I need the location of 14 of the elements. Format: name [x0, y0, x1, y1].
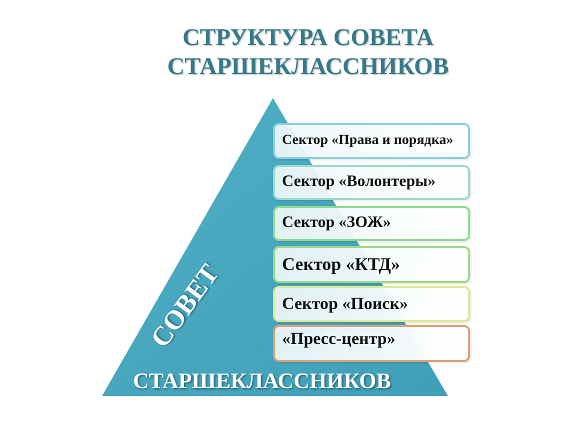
sector-box: [273, 286, 470, 322]
sector-label: Сектор «КТД»: [282, 254, 400, 275]
sector-label: Сектор «Поиск»: [282, 294, 408, 314]
sector-box: [273, 123, 470, 159]
sector-box: [273, 206, 470, 241]
sector-box: [273, 246, 470, 283]
sector-label: Сектор «Волонтеры»: [282, 173, 436, 192]
sector-label: Сектор «ЗОЖ»: [282, 214, 391, 233]
diagram-title: СТРУКТУРА СОВЕТА СТАРШЕКЛАССНИКОВ: [166, 24, 450, 82]
sector-label: «Пресс-центр»: [282, 329, 396, 349]
sector-box: [273, 165, 470, 200]
pyramid-base-label: СТАРШЕКЛАССНИКОВ: [133, 370, 391, 392]
sector-box: [273, 325, 470, 362]
sector-label: Сектор «Права и порядка»: [282, 132, 454, 150]
